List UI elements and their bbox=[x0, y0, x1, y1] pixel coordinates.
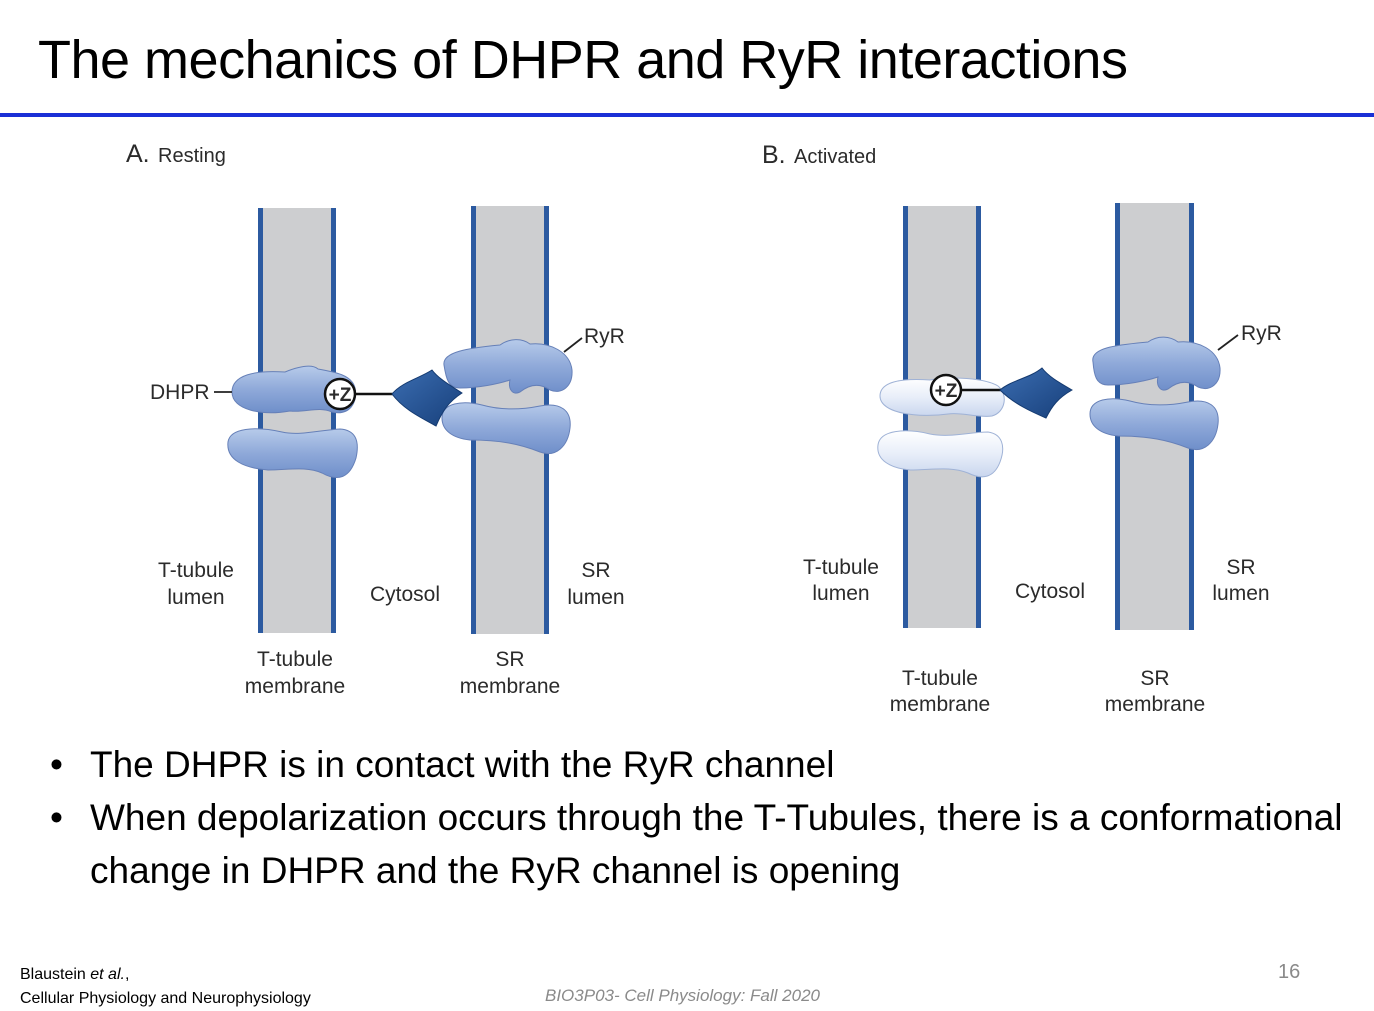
panel-a-ttubule-lumen-line1: T-tubule bbox=[158, 559, 234, 582]
panel-b-sr-lumen-line1: SR bbox=[1226, 556, 1255, 579]
panel-a-ryr-leader bbox=[563, 337, 583, 353]
panel-b-dhpr-foot bbox=[999, 367, 1074, 419]
panel-b-sr-membrane-line2: membrane bbox=[1105, 693, 1205, 716]
panel-a-ryr-label: RyR bbox=[584, 325, 625, 348]
panel-b-ryr-upper bbox=[1092, 336, 1221, 391]
panel-a-charge-circle bbox=[323, 377, 357, 411]
panel-b-ttubule-membrane-line1: T-tubule bbox=[902, 667, 978, 690]
page-number: 16 bbox=[1278, 961, 1301, 983]
panel-b-ttubule-lumen-line1: T-tubule bbox=[803, 556, 879, 579]
panel-b-charge-circle bbox=[929, 373, 963, 407]
panel-b-charge-label: +Z bbox=[935, 381, 958, 402]
title-divider bbox=[0, 113, 1374, 117]
bullet-text: When depolarization occurs through the T… bbox=[90, 797, 1343, 891]
panel-a-sr-membrane-line2: membrane bbox=[460, 675, 560, 698]
bullet-text: The DHPR is in contact with the RyR chan… bbox=[90, 744, 835, 785]
panel-a-letter: A. bbox=[126, 140, 150, 168]
panel-a-dhpr-foot bbox=[391, 369, 463, 427]
panel-a-charge-label: +Z bbox=[329, 385, 352, 406]
panel-a-ttubule-membrane-line2: membrane bbox=[245, 675, 345, 698]
panel-b-ttubule-membrane-line2: membrane bbox=[890, 693, 990, 716]
panel-b-dhpr-lower bbox=[877, 430, 1004, 478]
panel-b-ttubule-membrane bbox=[903, 206, 981, 628]
panel-a-ryr-upper bbox=[443, 339, 573, 394]
panel-a-sr-lumen-line2: lumen bbox=[567, 586, 624, 609]
panel-b-activated: B. Activated +Z RyR T-tubule lumen Cytos… bbox=[762, 141, 1282, 716]
citation-authors: Blaustein et al., bbox=[20, 966, 130, 983]
panel-a-sr-membrane-line1: SR bbox=[495, 648, 524, 671]
panel-a-sr-lumen-line1: SR bbox=[581, 559, 610, 582]
panel-b-ttubule-lumen-line2: lumen bbox=[812, 582, 869, 605]
panel-b-ryr-leader bbox=[1217, 334, 1239, 351]
panel-a-ttubule-lumen-line2: lumen bbox=[167, 586, 224, 609]
bullet-dot: • bbox=[50, 744, 63, 785]
panel-a-ttubule-membrane bbox=[258, 208, 336, 633]
panel-a-caption: Resting bbox=[158, 145, 226, 167]
panel-b-sr-lumen-line2: lumen bbox=[1212, 582, 1269, 605]
citation-book: Cellular Physiology and Neurophysiology bbox=[20, 990, 311, 1007]
panel-a-resting: A. Resting +Z DHPR RyR T-tubule lumen bbox=[126, 140, 625, 698]
panel-a-dhpr-label: DHPR bbox=[150, 381, 210, 404]
panel-b-ryr-label: RyR bbox=[1241, 322, 1282, 345]
panel-b-ryr-lower bbox=[1089, 398, 1219, 450]
bullet-dot: • bbox=[50, 797, 63, 838]
course-footer: BIO3P03- Cell Physiology: Fall 2020 bbox=[545, 986, 820, 1005]
bullet-list: • The DHPR is in contact with the RyR ch… bbox=[46, 738, 1346, 897]
panel-b-letter: B. bbox=[762, 141, 786, 169]
bullet-item: • The DHPR is in contact with the RyR ch… bbox=[46, 738, 1346, 791]
panel-b-cytosol-label: Cytosol bbox=[1015, 580, 1085, 603]
citation: Blaustein et al., Cellular Physiology an… bbox=[20, 963, 311, 1011]
panel-a-cytosol-label: Cytosol bbox=[370, 583, 440, 606]
panel-b-caption: Activated bbox=[794, 146, 876, 168]
panel-b-sr-membrane-line1: SR bbox=[1140, 667, 1169, 690]
panel-a-dhpr-lower bbox=[227, 428, 358, 478]
slide-title: The mechanics of DHPR and RyR interactio… bbox=[38, 30, 1128, 90]
dhpr-ryr-diagram: A. Resting +Z DHPR RyR T-tubule lumen bbox=[126, 140, 1282, 716]
bullet-item: • When depolarization occurs through the… bbox=[46, 791, 1346, 897]
panel-a-ttubule-membrane-line1: T-tubule bbox=[257, 648, 333, 671]
panel-a-ryr-lower bbox=[441, 402, 571, 454]
